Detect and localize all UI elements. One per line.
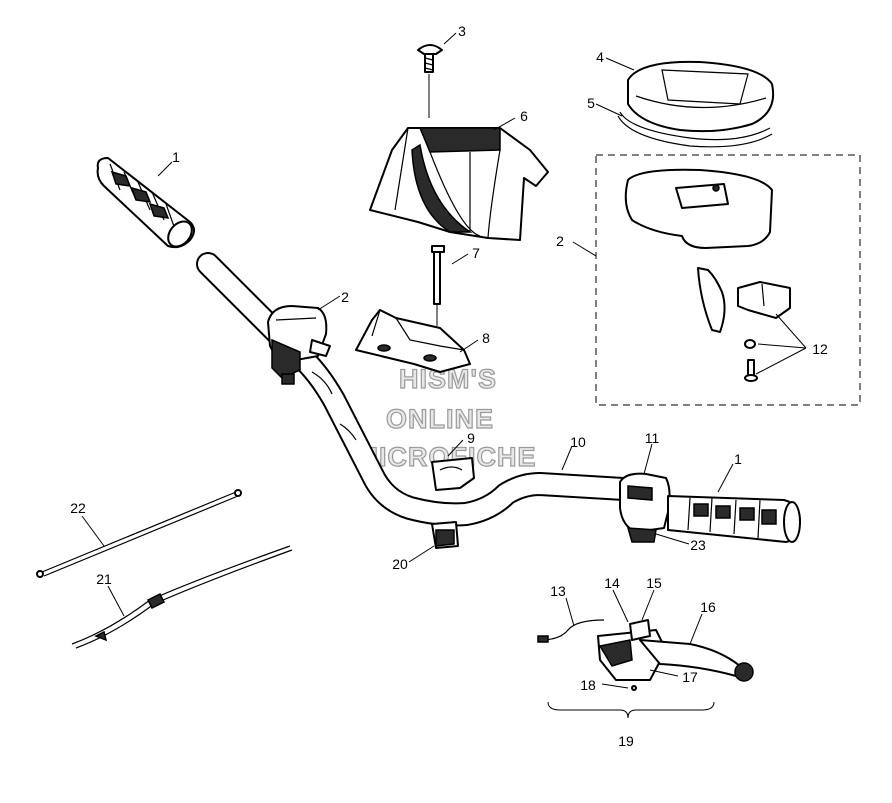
callout-23: 23 xyxy=(690,537,706,553)
callout-16: 16 xyxy=(700,599,716,615)
watermark-line-3: MICROFICHE xyxy=(356,442,537,472)
clamp-lower-20[interactable] xyxy=(431,521,459,549)
switch-housing-2[interactable] xyxy=(267,305,331,385)
lens-cover-4[interactable] xyxy=(627,60,774,133)
detail-box xyxy=(595,154,861,406)
brake-lever-assembly[interactable] xyxy=(537,619,754,719)
leader-lines xyxy=(81,32,807,689)
grip-right[interactable] xyxy=(667,495,801,543)
callout-2a: 2 xyxy=(341,289,349,305)
callout-1a: 1 xyxy=(172,149,180,165)
callout-20: 20 xyxy=(392,556,408,572)
callout-19: 19 xyxy=(618,733,634,749)
handlebar-10[interactable] xyxy=(196,252,652,527)
watermark: HISM'S ONLINE MICROFICHE xyxy=(355,363,537,472)
callout-17: 17 xyxy=(682,669,698,685)
screw-3[interactable] xyxy=(417,44,443,118)
bolt-7[interactable] xyxy=(431,245,445,326)
callout-3: 3 xyxy=(458,23,466,39)
bracket-8[interactable] xyxy=(355,309,471,373)
callout-9: 9 xyxy=(467,430,475,446)
callout-4: 4 xyxy=(596,49,604,65)
callout-1b: 1 xyxy=(734,451,742,467)
clamp-upper-9[interactable] xyxy=(431,457,475,491)
callout-2b: 2 xyxy=(556,233,564,249)
callout-11: 11 xyxy=(645,430,660,446)
wire-harness-21[interactable] xyxy=(71,545,293,649)
callout-7: 7 xyxy=(472,245,480,261)
callout-12: 12 xyxy=(812,341,828,357)
grip-left[interactable] xyxy=(96,157,197,251)
callout-8: 8 xyxy=(482,330,490,346)
callout-22: 22 xyxy=(70,500,86,516)
callout-13: 13 xyxy=(550,583,566,599)
headlight-pod-6[interactable] xyxy=(369,127,549,241)
callout-6: 6 xyxy=(520,108,528,124)
callout-14: 14 xyxy=(604,575,620,591)
callout-10: 10 xyxy=(570,434,586,450)
cable-22[interactable] xyxy=(36,489,242,578)
callout-15: 15 xyxy=(646,575,662,591)
callout-18: 18 xyxy=(580,677,596,693)
watermark-line-2: ONLINE xyxy=(386,404,494,434)
callout-labels: 1 3 4 5 6 2 2 7 8 9 10 11 1 12 23 20 22 … xyxy=(70,23,828,749)
callout-21: 21 xyxy=(96,571,112,587)
throttle-housing-11[interactable] xyxy=(619,472,671,543)
switch-housing-detail[interactable] xyxy=(624,168,791,382)
gasket-5[interactable] xyxy=(617,111,773,148)
callout-5: 5 xyxy=(587,95,595,111)
